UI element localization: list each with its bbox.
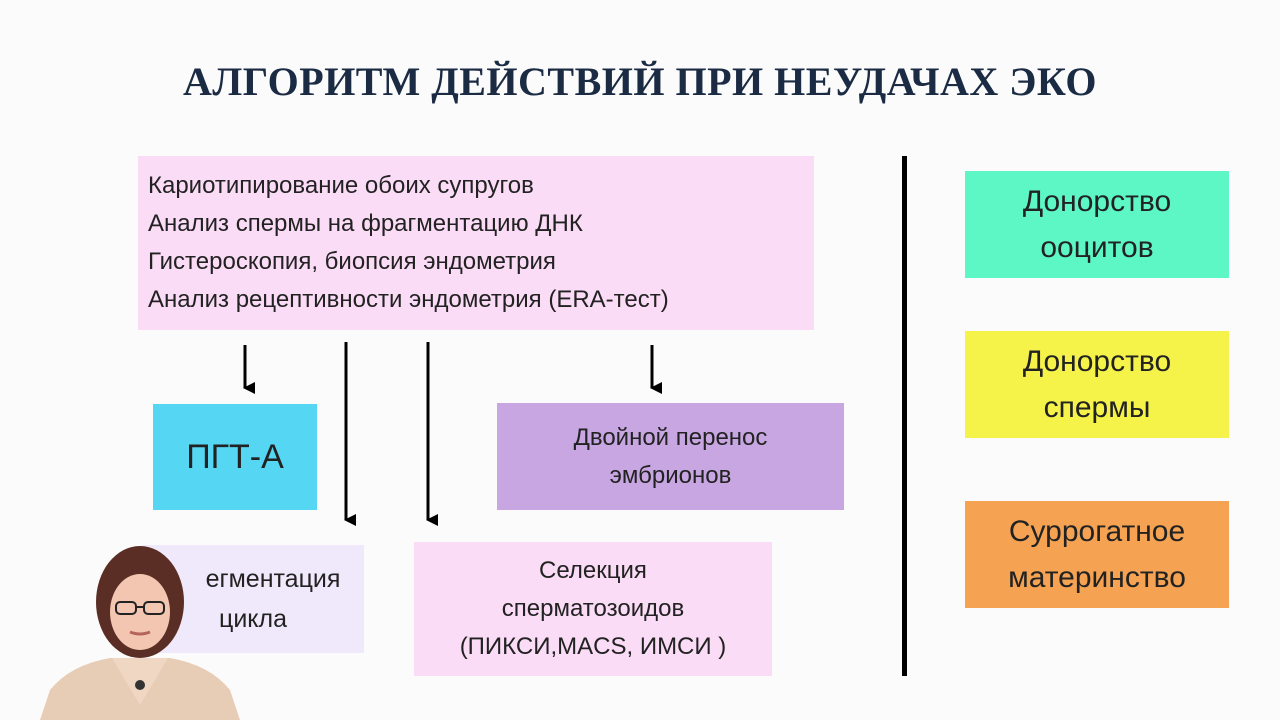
exam-item: Анализ спермы на фрагментацию ДНК	[148, 210, 583, 237]
exam-item: Кариотипирование обоих супругов	[148, 172, 534, 199]
sperm-selection-line: (ПИКСИ,MACS, ИМСИ )	[459, 633, 727, 660]
exam-item: Гистероскопия, биопсия эндометрия	[148, 248, 556, 275]
sperm-donation-line: Донорство	[1022, 344, 1172, 378]
double-transfer-box: Двойной перенос эмбрионов	[497, 403, 844, 510]
oocyte-donation-line: Донорство	[1022, 184, 1172, 218]
vertical-divider	[902, 156, 907, 676]
sperm-donation-line: спермы	[1043, 390, 1151, 424]
sperm-selection-line: Селекция	[539, 557, 647, 584]
pgt-box: ПГТ-А	[153, 404, 317, 510]
sperm-donation-box: Донорство спермы	[965, 331, 1229, 438]
surrogacy-line: Суррогатное	[1008, 514, 1186, 548]
exam-item: Анализ рецептивности эндометрия (ERA-тес…	[148, 286, 669, 313]
sperm-selection-line: сперматозоидов	[501, 595, 685, 622]
oocyte-donation-line: ооцитов	[1040, 230, 1154, 264]
surrogacy-line: материнство	[1008, 560, 1186, 594]
examinations-box: Кариотипирование обоих супругов Анализ с…	[138, 156, 814, 330]
presenter-video-overlay	[40, 546, 240, 720]
sperm-selection-box: Селекция сперматозоидов (ПИКСИ,MACS, ИМС…	[414, 542, 772, 676]
pgt-label: ПГТ-А	[186, 437, 284, 476]
segmentation-line: цикла	[219, 605, 287, 633]
oocyte-donation-box: Донорство ооцитов	[965, 171, 1229, 278]
double-transfer-line: Двойной перенос	[573, 423, 768, 451]
slide-title: АЛГОРИТМ ДЕЙСТВИЙ ПРИ НЕУДАЧАХ ЭКО	[183, 59, 1097, 104]
surrogacy-box: Суррогатное материнство	[965, 501, 1229, 608]
double-transfer-line: эмбрионов	[609, 461, 732, 489]
segmentation-line: егментация	[205, 565, 341, 593]
